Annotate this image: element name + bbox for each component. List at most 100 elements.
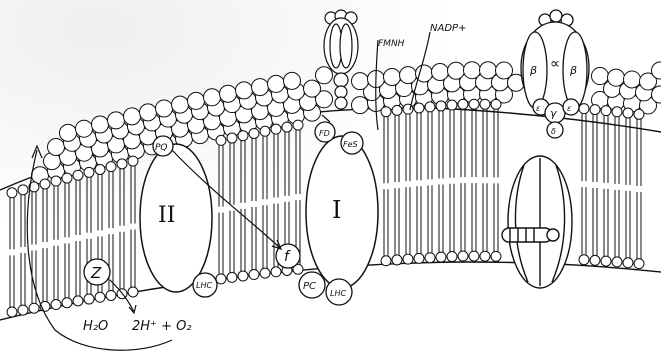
stroma-sphere: [480, 62, 497, 79]
products-label: 2H⁺ + O₂: [132, 319, 192, 334]
stroma-sphere: [76, 120, 93, 137]
lipid-head: [458, 251, 468, 261]
lipid-head: [271, 124, 281, 134]
lipid-head: [601, 106, 611, 116]
lipid-head: [7, 307, 17, 317]
lhc-psi-label: LHC: [330, 289, 346, 298]
lipid-head: [249, 128, 259, 138]
lipid-head: [491, 99, 501, 109]
lipid-head: [282, 122, 292, 132]
lipid-head: [128, 287, 138, 297]
stroma-sphere: [352, 97, 369, 114]
stroma-sphere: [268, 75, 285, 92]
stroma-sphere: [236, 82, 253, 99]
fd-label: FD: [319, 129, 330, 138]
lipid-head: [95, 292, 105, 302]
lipid-head: [491, 251, 501, 261]
stroma-sphere: [220, 85, 237, 102]
lipid-head: [117, 159, 127, 169]
lipid-head: [381, 256, 391, 266]
pq-label: PQ: [155, 143, 168, 153]
lipid-head: [469, 251, 479, 261]
lipid-head: [414, 103, 424, 113]
stroma-sphere: [284, 72, 301, 89]
stroma-sphere: [400, 67, 417, 84]
lipid-head: [425, 253, 435, 263]
lipid-head: [403, 254, 413, 264]
stroma-sphere: [608, 69, 625, 86]
lipid-head: [18, 185, 28, 195]
stroma-sphere: [304, 80, 321, 97]
alpha-label: ∝: [550, 56, 560, 72]
epsilon-left-label: ε: [536, 104, 541, 113]
delta-label: δ: [551, 127, 556, 136]
lipid-head: [227, 272, 237, 282]
stroma-sphere: [108, 112, 125, 129]
lipid-head: [227, 133, 237, 143]
nadp-label: NADP+: [430, 23, 466, 34]
lipid-head: [249, 270, 259, 280]
lipid-head: [238, 271, 248, 281]
lipid-head: [447, 252, 457, 262]
lipid-head: [216, 135, 226, 145]
stroma-sphere: [140, 104, 157, 121]
stroma-sphere: [252, 79, 269, 96]
fes-label: FeS: [343, 140, 358, 149]
stroma-sphere: [204, 89, 221, 106]
stroma-sphere: [124, 108, 141, 125]
lipid-head: [623, 258, 633, 268]
beta-right-label: β: [569, 64, 577, 77]
z-label: Z: [90, 264, 102, 282]
lipid-head: [62, 173, 72, 183]
lipid-head: [29, 303, 39, 313]
lipid-head: [18, 305, 28, 315]
lipid-head: [447, 100, 457, 110]
stroma-sphere: [352, 73, 369, 90]
lipid-head: [634, 109, 644, 119]
lipid-head: [238, 131, 248, 141]
lipid-head: [590, 105, 600, 115]
stroma-sphere: [156, 100, 173, 117]
photosystem-i: [306, 136, 378, 288]
lipid-head: [95, 164, 105, 174]
h2o-label: H₂O: [83, 319, 108, 334]
lipid-head: [458, 99, 468, 109]
lipid-head: [216, 274, 226, 284]
lipid-head: [381, 107, 391, 117]
lipid-head: [73, 170, 83, 180]
lipid-head: [480, 251, 490, 261]
lipid-head: [425, 102, 435, 112]
stroma-sphere: [496, 62, 513, 79]
lipid-head: [128, 156, 138, 166]
stroma-sphere: [60, 124, 77, 141]
lipid-head: [271, 267, 281, 277]
lipid-head: [51, 300, 61, 310]
stroma-sphere: [92, 116, 109, 133]
stroma-sphere: [432, 64, 449, 81]
lipid-head: [106, 290, 116, 300]
lipid-head: [612, 257, 622, 267]
lipid-head: [392, 255, 402, 265]
lipid-head: [436, 252, 446, 262]
stroma-sphere: [448, 62, 465, 79]
lipid-head: [601, 256, 611, 266]
lipid-head: [293, 120, 303, 130]
stroma-sphere: [592, 68, 609, 85]
lipid-head: [392, 105, 402, 115]
stroma-sphere: [464, 62, 481, 79]
lipid-head: [40, 179, 50, 189]
atp-synthase-cf0: [502, 156, 572, 288]
fmnh-label: FMNH: [378, 39, 405, 49]
gamma-label: γ: [550, 107, 557, 120]
stroma-sphere: [316, 67, 333, 84]
pc-label: PC: [303, 281, 316, 292]
lipid-head: [7, 188, 17, 198]
lipid-head: [73, 296, 83, 306]
lipid-head: [260, 268, 270, 278]
lhc-psii-label: LHC: [196, 281, 212, 290]
photosystem-ii: [140, 144, 212, 292]
stroma-sphere: [188, 92, 205, 109]
lipid-head: [84, 167, 94, 177]
lipid-head: [579, 104, 589, 114]
